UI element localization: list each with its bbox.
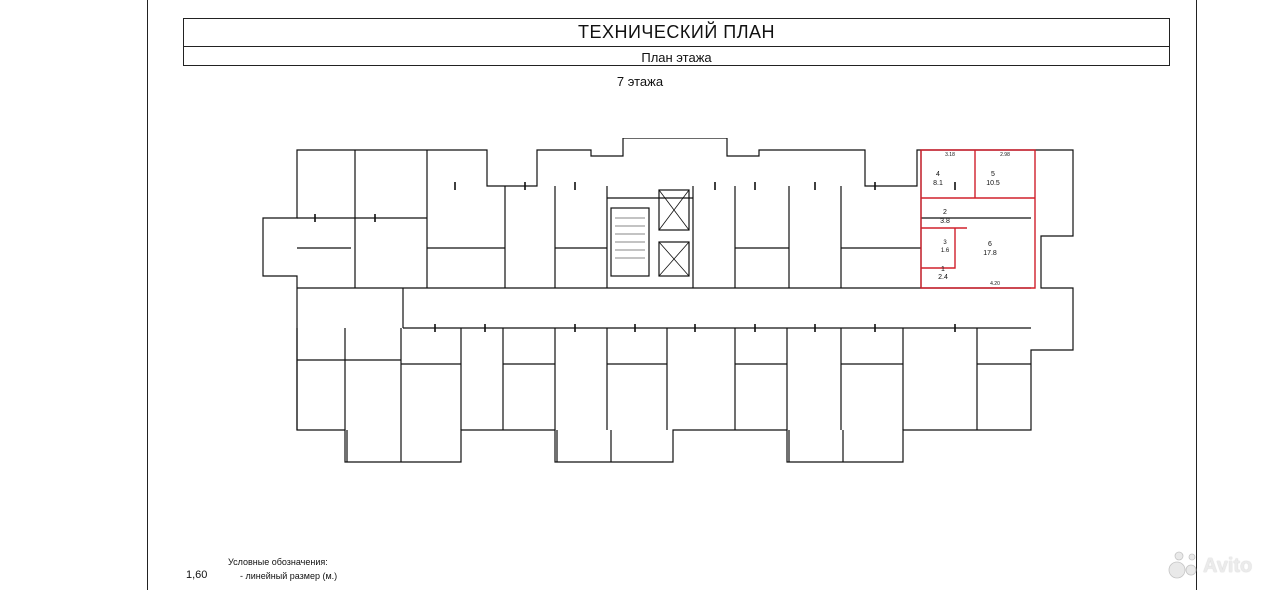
room-5-area: 10.5	[986, 180, 1000, 187]
avito-brand-text: Avito	[1203, 555, 1253, 577]
floor-plan: 4 8.1 5 10.5 2 3.8 3 1.6 6 17.8 1 2.4 3.…	[262, 138, 1074, 463]
bottom-rooms	[296, 328, 1031, 430]
elevator-1	[658, 189, 690, 231]
room-2-area: 3.8	[940, 218, 950, 225]
page-subtitle: План этажа	[641, 49, 712, 65]
room-2-number: 2	[943, 209, 947, 216]
dimension-top-right: 2.98	[1000, 152, 1010, 158]
dimension-top-left: 3.18	[945, 152, 955, 158]
stair-core	[610, 207, 650, 277]
room-1-area: 2.4	[938, 274, 948, 281]
room-4-area: 8.1	[933, 180, 943, 187]
page-title: ТЕХНИЧЕСКИЙ ПЛАН	[184, 19, 1169, 47]
title-block: ТЕХНИЧЕСКИЙ ПЛАН План этажа	[183, 18, 1170, 66]
highlighted-apartment	[920, 149, 1036, 289]
top-rooms	[297, 150, 1031, 289]
room-6-number: 6	[988, 241, 992, 248]
building-outline	[262, 138, 1074, 463]
balconies	[346, 430, 844, 462]
legend-title: Условные обозначения:	[228, 557, 328, 567]
room-1-number: 1	[941, 266, 945, 273]
avito-dots-icon	[1168, 551, 1197, 579]
drawing-sheet	[147, 0, 1197, 590]
elevator-2	[658, 241, 690, 277]
room-6-area: 17.8	[983, 250, 997, 257]
room-4-number: 4	[936, 171, 940, 178]
legend-sample-value: 1,60	[186, 569, 208, 581]
room-3-area: 1.6	[941, 248, 950, 254]
dimension-bottom: 4.20	[990, 281, 1000, 287]
avito-watermark: Avito	[1167, 548, 1277, 584]
corridor	[402, 287, 1031, 329]
legend-item: - линейный размер (м.)	[240, 571, 338, 581]
floor-label: 7 этажа	[616, 74, 664, 89]
room-3-number: 3	[943, 240, 947, 246]
room-5-number: 5	[991, 171, 995, 178]
